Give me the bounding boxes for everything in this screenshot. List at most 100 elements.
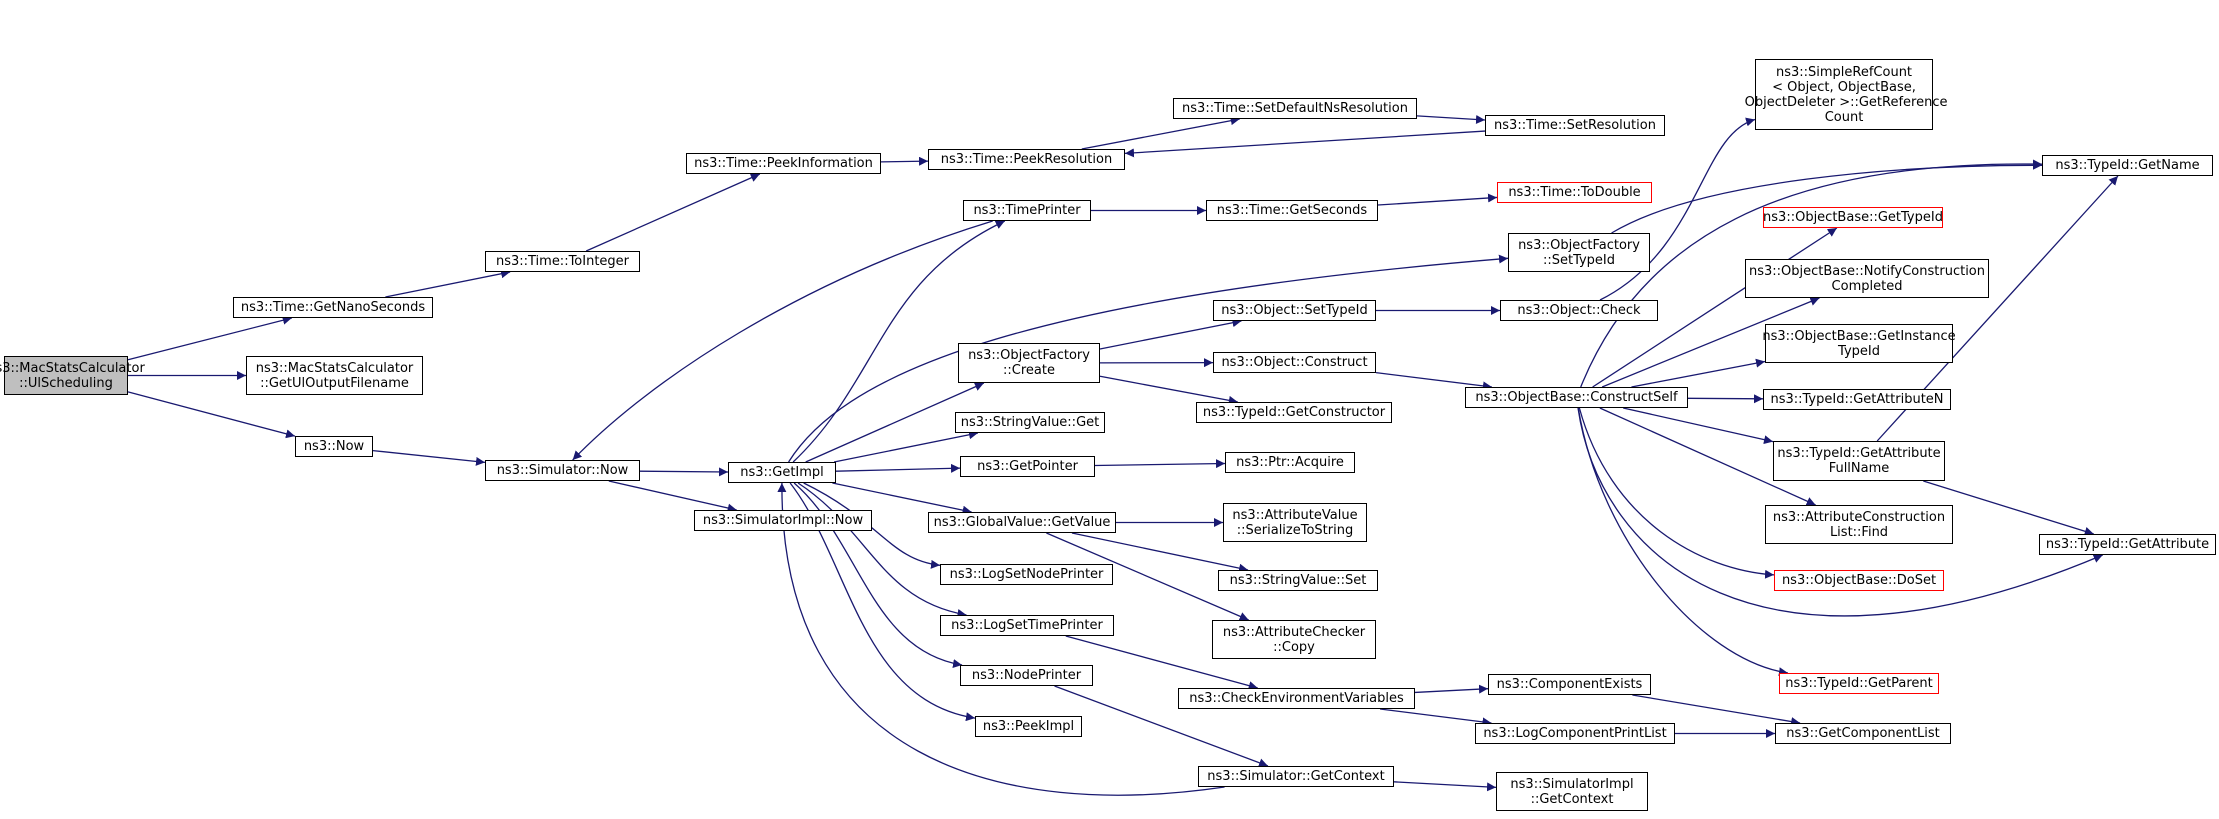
node-objcheck[interactable]: ns3::Object::Check <box>1500 300 1658 321</box>
node-label: ns3::TimePrinter <box>973 203 1081 218</box>
edge-checkenv-to-compexists <box>1414 684 1489 694</box>
node-label: ns3::Time::GetNanoSeconds <box>240 300 426 315</box>
node-getseconds[interactable]: ns3::Time::GetSeconds <box>1206 200 1378 221</box>
node-setres[interactable]: ns3::Time::SetResolution <box>1485 115 1665 136</box>
node-getpointer[interactable]: ns3::GetPointer <box>960 456 1095 477</box>
node-objconstruct[interactable]: ns3::Object::Construct <box>1213 352 1376 373</box>
edge-objcheck-to-simplerefcount <box>1599 117 1756 301</box>
node-label: ns3::TypeId::GetConstructor <box>1202 405 1386 420</box>
node-timeprinter[interactable]: ns3::TimePrinter <box>963 200 1091 221</box>
node-getnano[interactable]: ns3::Time::GetNanoSeconds <box>233 297 433 318</box>
node-getulout[interactable]: ns3::MacStatsCalculator ::GetUlOutputFil… <box>246 356 423 395</box>
edge-checkenv-to-logcompprint <box>1379 708 1492 727</box>
edge-constructself-to-getparent <box>1577 407 1789 677</box>
node-label: ns3::Time::SetDefaultNsResolution <box>1182 101 1408 116</box>
edge-root-to-getnano <box>127 315 292 361</box>
edge-constructself-to-getattribute <box>1577 407 2103 617</box>
node-simgetctx[interactable]: ns3::Simulator::GetContext <box>1198 766 1394 787</box>
edge-constructself-to-obgetinst <box>1631 358 1766 388</box>
edge-setres-to-peekres <box>1124 130 1486 158</box>
node-typeidname[interactable]: ns3::TypeId::GetName <box>2042 155 2213 176</box>
node-strset[interactable]: ns3::StringValue::Set <box>1218 570 1378 591</box>
edge-gvgetvalue-to-strset <box>1071 532 1249 573</box>
node-obdoset[interactable]: ns3::ObjectBase::DoSet <box>1774 570 1944 591</box>
node-gvgetvalue[interactable]: ns3::GlobalValue::GetValue <box>928 512 1116 533</box>
node-label: ns3::CheckEnvironmentVariables <box>1189 691 1404 706</box>
node-label: ns3::ObjectBase::DoSet <box>1781 573 1937 588</box>
node-root: ns3::MacStatsCalculator ::UlScheduling <box>0 356 145 395</box>
node-getparent[interactable]: ns3::TypeId::GetParent <box>1779 673 1939 694</box>
node-constructself[interactable]: ns3::ObjectBase::ConstructSelf <box>1465 387 1688 408</box>
node-label: ns3::GetImpl <box>740 465 824 480</box>
edge-getimpl-to-logtimeprinter <box>797 482 967 618</box>
node-checkenv[interactable]: ns3::CheckEnvironmentVariables <box>1178 688 1415 709</box>
node-strget[interactable]: ns3::StringValue::Get <box>955 412 1105 433</box>
node-label: ns3::LogSetNodePrinter <box>949 567 1104 582</box>
edge-timeprinter-to-simnow <box>572 220 993 461</box>
node-label: ns3::Simulator::GetContext <box>1207 769 1385 784</box>
edge-constructself-to-getattrn <box>1687 394 1764 404</box>
edge-constructself-to-typeidname <box>1580 159 2043 388</box>
node-getcomplist[interactable]: ns3::GetComponentList <box>1775 723 1951 744</box>
node-simimplnow[interactable]: ns3::SimulatorImpl::Now <box>694 510 872 531</box>
node-compexists[interactable]: ns3::ComponentExists <box>1488 674 1651 695</box>
node-obgettypeid[interactable]: ns3::ObjectBase::GetTypeId <box>1763 207 1943 228</box>
node-accopy[interactable]: ns3::AttributeChecker ::Copy <box>1212 620 1376 659</box>
edge-getimpl-to-strget <box>833 430 979 463</box>
node-ptracquire[interactable]: ns3::Ptr::Acquire <box>1225 452 1355 473</box>
node-objsettypeid[interactable]: ns3::Object::SetTypeId <box>1213 300 1376 321</box>
edge-getimpl-to-nodeprinter <box>793 482 963 668</box>
edge-getpointer-to-ptracquire <box>1094 459 1226 469</box>
node-label: ns3::StringValue::Set <box>1229 573 1367 588</box>
node-logcompprint[interactable]: ns3::LogComponentPrintList <box>1475 723 1675 744</box>
node-label: ns3::ObjectBase::GetTypeId <box>1763 210 1943 225</box>
node-lognodeprinter[interactable]: ns3::LogSetNodePrinter <box>940 564 1113 585</box>
node-label: ns3::NodePrinter <box>971 668 1082 683</box>
node-label: ns3::Object::Construct <box>1221 355 1368 370</box>
edge-simnow-to-simimplnow <box>608 480 737 513</box>
node-obgetinst[interactable]: ns3::ObjectBase::GetInstance TypeId <box>1762 324 1956 363</box>
edge-getseconds-to-todouble <box>1377 193 1498 206</box>
node-label: ns3::SimpleRefCount < Object, ObjectBase… <box>1744 64 1948 125</box>
node-peekinfo[interactable]: ns3::Time::PeekInformation <box>686 153 881 174</box>
node-todouble[interactable]: ns3::Time::ToDouble <box>1497 182 1652 203</box>
edge-constructself-to-obgettypeid <box>1592 227 1838 388</box>
edge-getimpl-to-lognodeprinter <box>803 482 941 569</box>
node-label: ns3::MacStatsCalculator ::UlScheduling <box>0 360 145 391</box>
node-ofcreate[interactable]: ns3::ObjectFactory ::Create <box>958 343 1100 383</box>
edge-root-to-now <box>127 391 296 439</box>
node-obnotify[interactable]: ns3::ObjectBase::NotifyConstruction Comp… <box>1745 259 1989 298</box>
node-getattribute[interactable]: ns3::TypeId::GetAttribute <box>2039 534 2216 555</box>
node-label: ns3::LogComponentPrintList <box>1483 726 1667 741</box>
node-getattrn[interactable]: ns3::TypeId::GetAttributeN <box>1763 389 1951 410</box>
node-avserialize[interactable]: ns3::AttributeValue ::SerializeToString <box>1223 503 1367 542</box>
node-simimplctx[interactable]: ns3::SimulatorImpl ::GetContext <box>1496 772 1648 811</box>
node-label: ns3::Now <box>303 439 365 454</box>
node-now[interactable]: ns3::Now <box>295 436 373 457</box>
node-attrconsfind[interactable]: ns3::AttributeConstruction List::Find <box>1765 505 1953 544</box>
edge-gvgetvalue-to-accopy <box>1046 532 1249 621</box>
node-simnow[interactable]: ns3::Simulator::Now <box>485 460 640 481</box>
node-nodeprinter[interactable]: ns3::NodePrinter <box>960 665 1093 686</box>
node-tointeger[interactable]: ns3::Time::ToInteger <box>485 251 640 272</box>
node-getimpl[interactable]: ns3::GetImpl <box>728 462 836 483</box>
node-label: ns3::TypeId::GetAttributeN <box>1770 392 1944 407</box>
node-label: ns3::Time::PeekInformation <box>694 156 873 171</box>
node-getconstructor[interactable]: ns3::TypeId::GetConstructor <box>1196 402 1392 423</box>
node-setdefns[interactable]: ns3::Time::SetDefaultNsResolution <box>1173 98 1417 119</box>
edge-compexists-to-getcomplist <box>1632 694 1801 726</box>
node-getattrfull[interactable]: ns3::TypeId::GetAttribute FullName <box>1773 441 1945 481</box>
node-label: ns3::StringValue::Get <box>960 415 1100 430</box>
node-label: ns3::TypeId::GetParent <box>1785 676 1933 691</box>
node-logtimeprinter[interactable]: ns3::LogSetTimePrinter <box>940 615 1114 636</box>
edge-getattrfull-to-getattribute <box>1923 480 2094 536</box>
node-label: ns3::ObjectFactory ::SetTypeId <box>1518 237 1640 268</box>
node-peekimpl[interactable]: ns3::PeekImpl <box>975 716 1082 737</box>
edge-constructself-to-getattrfull <box>1623 407 1774 445</box>
node-simplerefcount[interactable]: ns3::SimpleRefCount < Object, ObjectBase… <box>1745 59 1947 130</box>
node-ofsettypeid[interactable]: ns3::ObjectFactory ::SetTypeId <box>1508 233 1650 272</box>
edge-constructself-to-attrconsfind <box>1599 407 1816 506</box>
edge-getnano-to-tointeger <box>385 269 511 298</box>
node-label: ns3::Time::GetSeconds <box>1216 203 1368 218</box>
node-peekres[interactable]: ns3::Time::PeekResolution <box>928 149 1125 170</box>
